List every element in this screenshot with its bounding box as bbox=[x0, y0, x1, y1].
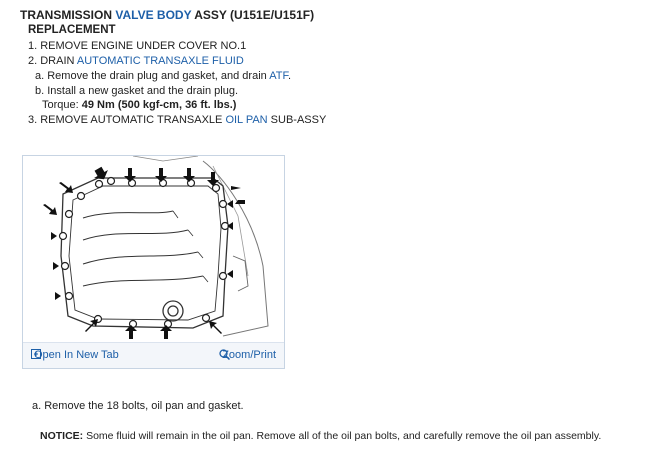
step-2b: b. Install a new gasket and the drain pl… bbox=[35, 85, 239, 97]
step-2a: a. Remove the drain plug and gasket, and… bbox=[35, 70, 291, 82]
document-title: TRANSMISSION VALVE BODY ASSY (U151E/U151… bbox=[20, 8, 314, 22]
zoom-print-button[interactable]: Zoom/Print bbox=[219, 349, 276, 361]
torque-value: 49 Nm (500 kgf-cm, 36 ft. lbs.) bbox=[81, 99, 237, 111]
step-3: 3. REMOVE AUTOMATIC TRANSAXLE OIL PAN SU… bbox=[28, 114, 326, 126]
atf-link[interactable]: ATF bbox=[269, 70, 288, 82]
step-2: 2. DRAIN AUTOMATIC TRANSAXLE FLUID bbox=[28, 55, 244, 67]
step-2a-suffix: . bbox=[287, 70, 292, 82]
step-3-text: 3. REMOVE AUTOMATIC TRANSAXLE bbox=[28, 114, 226, 126]
torque-label: Torque: bbox=[42, 99, 82, 111]
open-in-new-tab-button[interactable]: Open In New Tab bbox=[31, 349, 119, 361]
step-3-suffix: SUB-ASSY bbox=[267, 114, 327, 126]
oil-pan-figure: Open In New Tab Zoom/Print bbox=[22, 155, 285, 369]
notice-text: Some fluid will remain in the oil pan. R… bbox=[83, 430, 602, 442]
title-text: TRANSMISSION bbox=[20, 8, 116, 22]
step-2-text: 2. DRAIN bbox=[28, 55, 77, 67]
title-suffix: ASSY (U151E/U151F) bbox=[191, 8, 315, 22]
step-2a-text: a. Remove the drain plug and gasket, and… bbox=[35, 70, 270, 82]
notice-label: NOTICE: bbox=[40, 430, 84, 442]
oil-pan-link[interactable]: OIL PAN bbox=[225, 114, 268, 126]
valve-body-link[interactable]: VALVE BODY bbox=[115, 8, 192, 22]
replacement-heading: REPLACEMENT bbox=[28, 24, 116, 36]
remove-bolts-step: a. Remove the 18 bolts, oil pan and gask… bbox=[32, 400, 244, 412]
torque-spec: Torque: 49 Nm (500 kgf-cm, 36 ft. lbs.) bbox=[42, 99, 236, 111]
oil-pan-diagram bbox=[39, 156, 269, 339]
automatic-transaxle-fluid-link[interactable]: AUTOMATIC TRANSAXLE FLUID bbox=[76, 55, 244, 67]
open-in-new-tab-label: Open In New Tab bbox=[34, 349, 119, 361]
step-1: 1. REMOVE ENGINE UNDER COVER NO.1 bbox=[28, 40, 247, 52]
notice-paragraph: NOTICE: Some fluid will remain in the oi… bbox=[40, 430, 601, 442]
zoom-print-label: Zoom/Print bbox=[222, 349, 276, 361]
figure-toolbar: Open In New Tab Zoom/Print bbox=[23, 342, 284, 368]
